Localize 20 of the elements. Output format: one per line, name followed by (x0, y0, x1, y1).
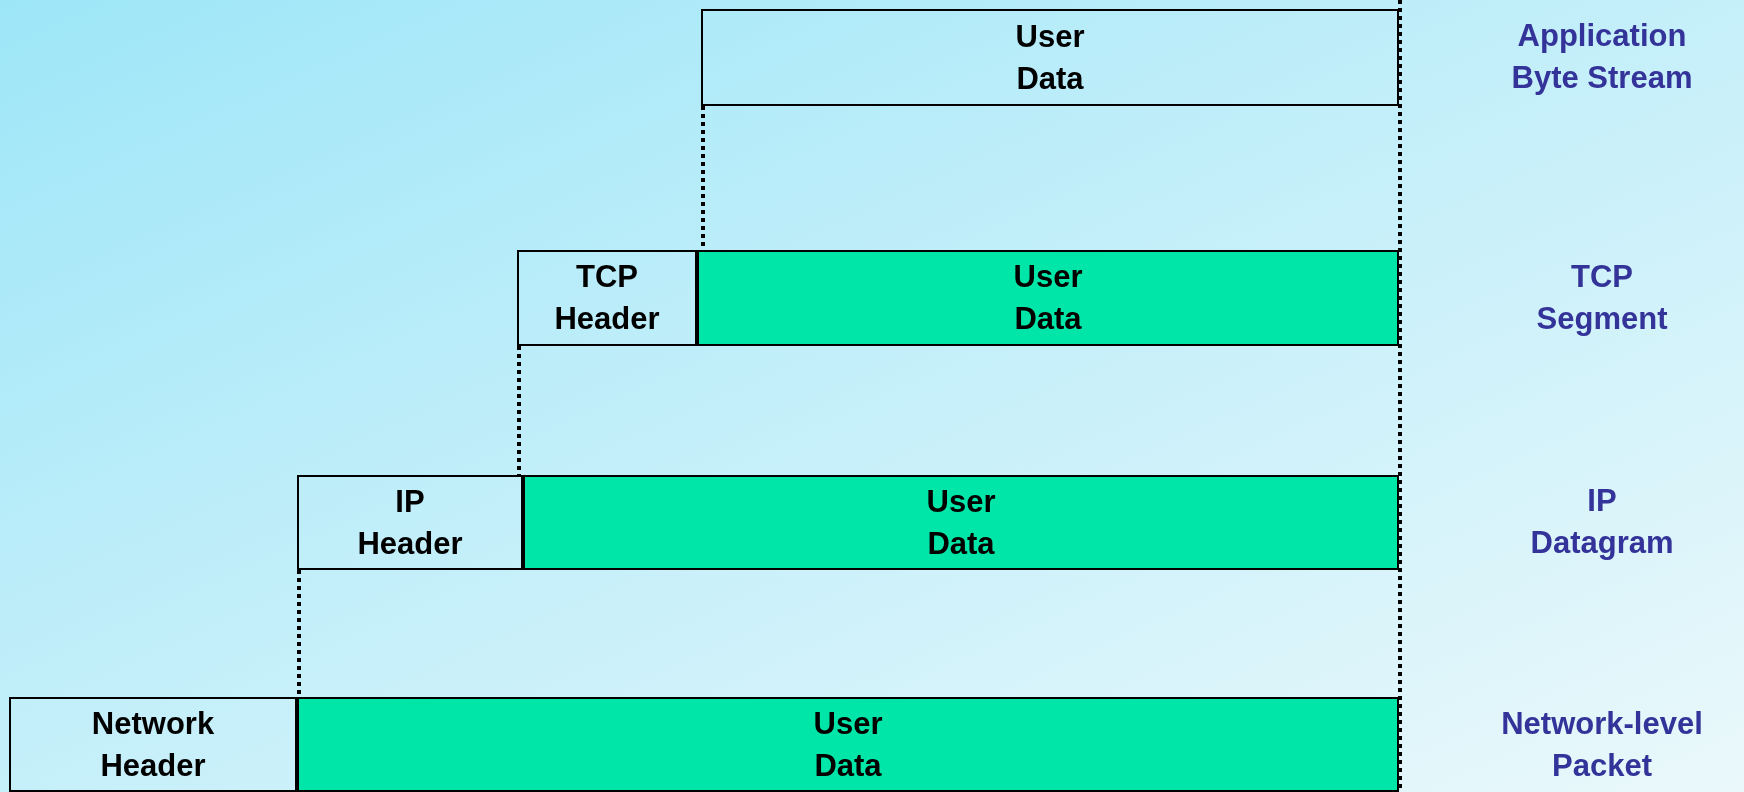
data-field-box (697, 250, 1399, 346)
field-label: User Data (1013, 258, 1083, 338)
data-field-box (523, 475, 1399, 570)
field-label: User Data (926, 482, 996, 563)
field-label: Network Header (91, 704, 215, 785)
header-field-box (701, 9, 1399, 106)
field-label: TCP Header (554, 258, 660, 338)
layer-unit-label: Network-level Packet (1500, 705, 1704, 785)
header-field-box (517, 250, 697, 346)
field-label: IP Header (357, 482, 463, 563)
layer-unit-label: Application Byte Stream (1510, 17, 1694, 97)
header-field-box (297, 475, 523, 570)
data-field-box (297, 697, 1399, 792)
field-label: User Data (813, 704, 883, 785)
field-label: User Data (1015, 17, 1085, 98)
layer-unit-label: IP Datagram (1529, 482, 1675, 562)
header-field-box (9, 697, 297, 792)
dotted-connector (517, 346, 521, 475)
layer-unit-label: TCP Segment (1535, 258, 1669, 338)
dotted-connector (297, 570, 301, 697)
